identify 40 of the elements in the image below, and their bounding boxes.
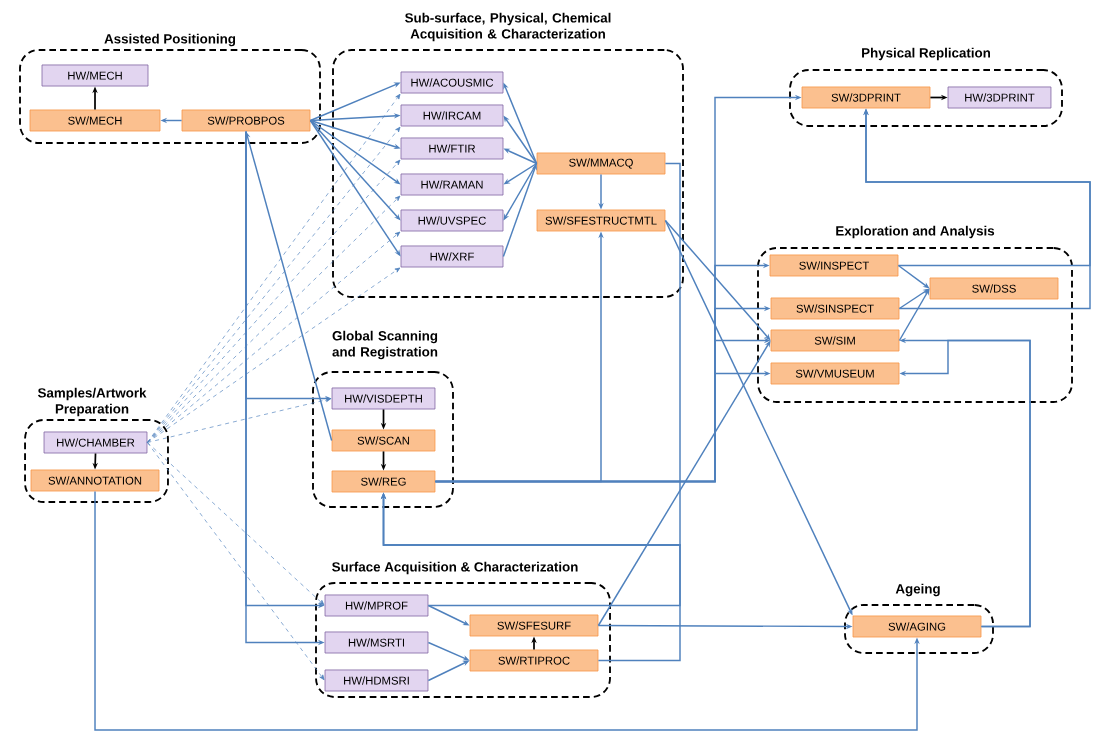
hardware-box: HW/IRCAM: [400, 104, 504, 127]
arrow: [147, 397, 332, 443]
software-box: SW/3DPRINT: [801, 86, 931, 109]
group-title: Physical Replication: [862, 47, 990, 61]
hardware-box: HW/MSRTI: [324, 631, 429, 654]
software-box: SW/MMACQ: [536, 152, 666, 175]
software-box: SW/SIM: [770, 329, 900, 352]
group-title: Surface Acquisition & Characterization: [332, 561, 578, 575]
group-title: Global Scanning and Registration: [332, 330, 438, 360]
software-box: SW/PROBPOS: [181, 109, 311, 132]
hardware-box: HW/FTIR: [400, 137, 504, 160]
software-box: SW/MECH: [29, 109, 161, 132]
software-box: SW/REG: [331, 470, 436, 493]
group-title: Samples/Artwork Preparation: [37, 387, 147, 417]
hardware-box: HW/ACOUSMIC: [400, 71, 504, 94]
software-box: SW/SINSPECT: [770, 297, 900, 320]
software-box: SW/RTIPROC: [469, 649, 599, 672]
software-box: SW/SFESTRUCTMTL: [536, 209, 666, 232]
software-box: SW/ANNOTATION: [30, 469, 160, 492]
hardware-box: HW/RAMAN: [400, 173, 504, 196]
group-title: Exploration and Analysis: [836, 225, 995, 239]
arrow: [147, 442, 325, 681]
software-box: SW/AGING: [852, 615, 982, 638]
software-box: SW/DSS: [929, 277, 1059, 300]
hardware-box: HW/MPROF: [324, 594, 429, 617]
software-box: SW/SFESURF: [469, 614, 599, 637]
software-box: SW/INSPECT: [769, 254, 899, 277]
hardware-box: HW/3DPRINT: [947, 86, 1052, 109]
group-title: Assisted Positioning: [104, 33, 236, 47]
hardware-box: HW/XRF: [400, 245, 504, 268]
hardware-box: HW/CHAMBER: [43, 431, 148, 454]
group-title: Sub-surface, Physical, Chemical Acquisition & Characterization: [405, 12, 611, 42]
arrow: [147, 267, 401, 443]
software-box: SW/VMUSEUM: [770, 362, 900, 385]
hardware-box: HW/VISDEPTH: [331, 387, 436, 410]
group-title: Ageing: [895, 583, 940, 597]
hardware-box: HW/MECH: [41, 64, 149, 87]
software-box: SW/SCAN: [331, 429, 436, 452]
hardware-box: HW/HDMSRI: [324, 669, 429, 692]
hardware-box: HW/UVSPEC: [400, 209, 504, 232]
